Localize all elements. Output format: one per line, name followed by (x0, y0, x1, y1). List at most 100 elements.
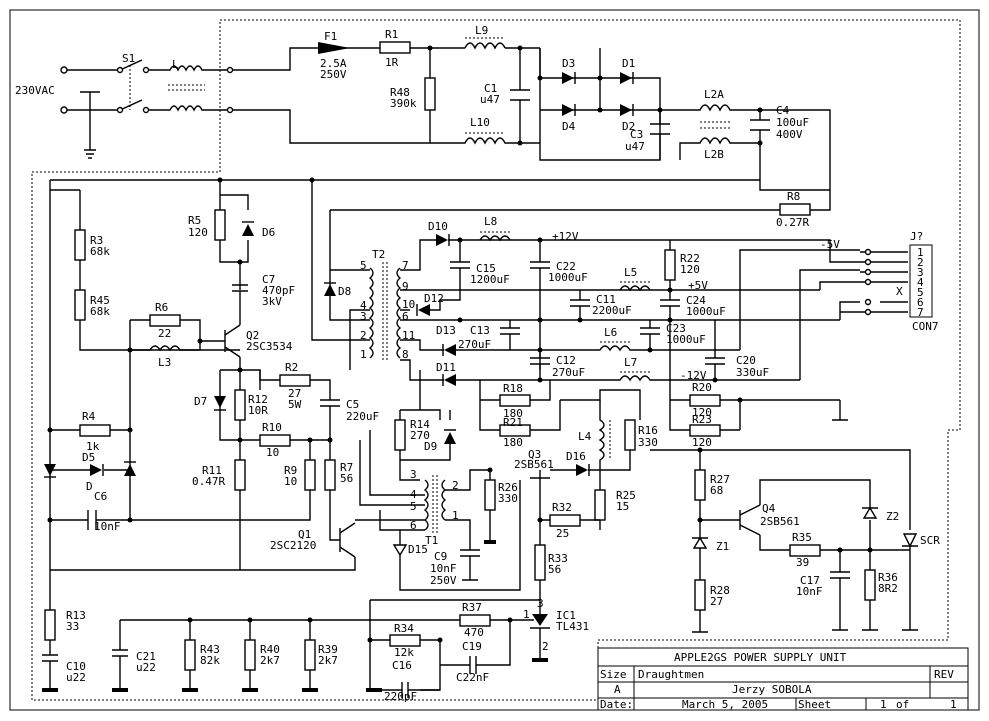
r2-value1: 27 (288, 387, 301, 400)
c3-label: C3 (630, 128, 643, 141)
c10-label: C10 (66, 660, 86, 673)
date-value: March 5, 2005 (682, 698, 768, 711)
r8-label: R8 (787, 190, 800, 203)
d6-label: D6 (262, 226, 275, 239)
resistor-r35 (789, 544, 821, 557)
r21-value: 180 (503, 436, 523, 449)
r22-label: R22 (680, 252, 700, 265)
r36-label: R36 (878, 571, 898, 584)
ic1-pin2: 2 (542, 640, 549, 653)
c23-label: C23 (666, 322, 686, 335)
resistor-r12 (234, 389, 246, 421)
r14-value: 270 (410, 429, 430, 442)
ic1-value: TL431 (556, 620, 589, 633)
resistor-r37 (459, 614, 491, 627)
fuse-f1: F1 2.5A 250V (318, 30, 350, 81)
r22-value: 120 (680, 263, 700, 276)
r2-label: R2 (285, 361, 298, 374)
c22-label: C22 (556, 260, 576, 273)
r12-label: R12 (248, 393, 268, 406)
ic1-pin3: 3 (537, 597, 544, 610)
plus5v-label: +5V (688, 279, 708, 292)
r23-label: R23 (692, 413, 712, 426)
r16-label: R16 (638, 424, 658, 437)
l3-label: L3 (158, 356, 171, 369)
connector-con7: J? CON7 (909, 230, 939, 333)
r34-label: R34 (394, 622, 414, 635)
pin-6: 6 (917, 296, 924, 309)
r33-value: 56 (548, 563, 561, 576)
resistor-r8 (779, 203, 811, 216)
switch-s1-label: S1 (122, 52, 135, 65)
c7-label: C7 (262, 273, 275, 286)
r18-value: 180 (503, 407, 523, 420)
r43-value: 82k (200, 654, 220, 667)
r3-value: 68k (90, 245, 110, 258)
transformer-t2: T2 (368, 248, 402, 360)
r32-label: R32 (552, 501, 572, 514)
c7-value2: 3kV (262, 295, 282, 308)
r10-label: R10 (262, 421, 282, 434)
date-label: Date: (600, 698, 633, 711)
r6-value: 22 (158, 327, 171, 340)
c11-label: C11 (596, 293, 616, 306)
inductor-l9 (464, 42, 506, 50)
l10-label: L10 (470, 116, 490, 129)
resistor-r40 (244, 639, 256, 671)
no-connect-mark: X (896, 285, 903, 298)
resistor-r20 (689, 394, 721, 407)
t2-pin7: 7 (402, 259, 409, 272)
z2-label: Z2 (886, 510, 899, 523)
d-label: D (86, 480, 93, 493)
r48-value: 390k (390, 97, 417, 110)
t2-pin11: 11 (402, 329, 415, 342)
d10-label: D10 (428, 220, 448, 233)
r39-label: R39 (318, 643, 338, 656)
mains-input: 230VAC S1 L (15, 52, 234, 159)
ic1-tl431 (520, 600, 550, 660)
r48-label: R48 (390, 86, 410, 99)
r8-value: 0.27R (776, 216, 809, 229)
connector-ref: J? (910, 230, 923, 243)
input-voltage-label: 230VAC (15, 84, 55, 97)
c7-value1: 470pF (262, 284, 295, 297)
c1-value: u47 (480, 93, 500, 106)
q4-value: 2SB561 (760, 515, 800, 528)
resistor-r34 (389, 634, 421, 647)
connector-name: CON7 (912, 320, 939, 333)
sheet-label: Sheet (798, 698, 831, 711)
r3-label: R3 (90, 234, 103, 247)
t2-pin10: 10 (402, 298, 415, 311)
r27-value: 68 (710, 484, 723, 497)
r10-value: 10 (266, 446, 279, 459)
c12-label: C12 (556, 354, 576, 367)
q1-label: Q1 (298, 528, 311, 541)
sheet-value: 1 (880, 698, 887, 711)
r13-value: 33 (66, 620, 79, 633)
t1-pin1: 1 (452, 509, 459, 522)
l7-label: L7 (624, 356, 637, 369)
t1-pin6: 6 (410, 519, 417, 532)
board-outline (31, 19, 961, 701)
r5-label: R5 (188, 214, 201, 227)
r40-value: 2k7 (260, 654, 280, 667)
c16-value: 220pF (384, 690, 417, 703)
transistor-q4 (739, 479, 871, 551)
c4-value1: 100uF (776, 116, 809, 129)
c21-label: C21 (136, 650, 156, 663)
c13-value: 270uF (458, 338, 491, 351)
f1-rating2: 250V (320, 68, 347, 81)
q2-value: 2SC3534 (246, 340, 293, 353)
d16-label: D16 (566, 450, 586, 463)
r25-value: 15 (616, 500, 629, 513)
r27-label: R27 (710, 473, 730, 486)
resistor-r22 (664, 249, 676, 281)
minus12v-label: -12V (680, 369, 707, 382)
t1-pin2: 2 (452, 479, 459, 492)
c6-label: C6 (94, 490, 107, 503)
q2-label: Q2 (246, 329, 259, 342)
r45-label: R45 (90, 294, 110, 307)
q3-value: 2SB561 (514, 458, 554, 471)
pin-1: 1 (917, 246, 924, 259)
